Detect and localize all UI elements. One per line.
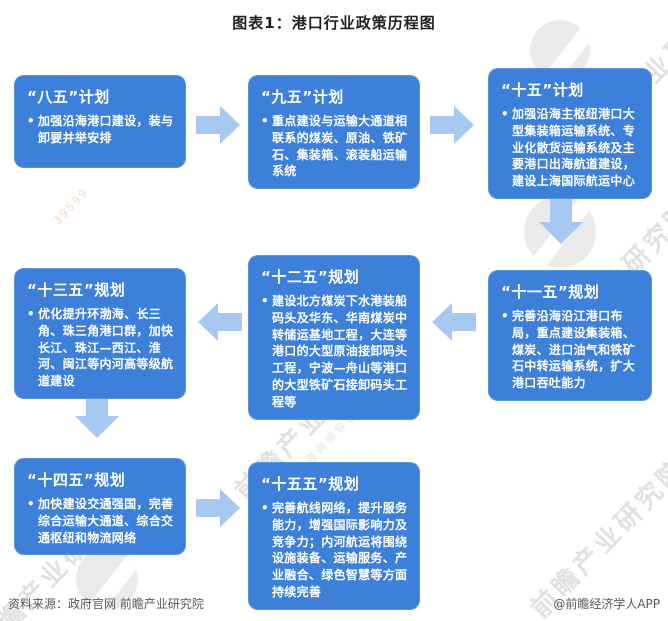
policy-box-body: 加强沿海主枢纽港口大型集装箱运输系统、专业化散货运输系统及主要港口出海航道建设，… bbox=[501, 106, 641, 190]
policy-box-14-5-plan: “十四五”规划 加快建设交通强国，完善综合运输大通道、综合交通枢纽和物流网络 bbox=[14, 458, 186, 556]
source-note: 资料来源：政府官网 前瞻产业研究院 bbox=[8, 597, 204, 611]
policy-box-heading: “十一五”规划 bbox=[501, 283, 600, 301]
policy-box-body: 优化提升环渤海、长三角、珠三角港口群，加快长江、珠江—西江、淮河、闽江等内河高等… bbox=[27, 306, 175, 390]
arrow-down-icon bbox=[539, 198, 583, 244]
arrow-right-icon bbox=[196, 106, 240, 144]
page-title: 图表1：港口行业政策历程图 bbox=[232, 14, 436, 32]
arrow-right-icon bbox=[430, 106, 474, 144]
policy-box-10-5-plan: “十五”计划 加强沿海主枢纽港口大型集装箱运输系统、专业化散货运输系统及主要港口… bbox=[488, 68, 652, 199]
watermark-digits-text: 39599 bbox=[50, 185, 92, 227]
policy-box-body: 加强沿海港口建设，装与卸要并举安排 bbox=[27, 113, 175, 147]
arrow-down-icon bbox=[75, 392, 119, 438]
policy-box-95-plan: “九五”计划 重点建设与运输大通道相联系的煤炭、原油、铁矿石、集装箱、滚装船运输… bbox=[248, 75, 420, 190]
footer: 资料来源：政府官网 前瞻产业研究院 @前瞻经济学人APP bbox=[8, 595, 660, 612]
policy-box-heading: “十四五”规划 bbox=[27, 471, 126, 489]
policy-box-85-plan: “八五”计划 加强沿海港口建设，装与卸要并举安排 bbox=[14, 75, 186, 168]
arrow-right-icon bbox=[196, 489, 240, 527]
policy-box-heading: “十三五”规划 bbox=[27, 281, 126, 299]
policy-box-15-5-plan: “十五五”规划 完善航线网络，提升服务能力，增强国际影响力及竞争力；内河航运将围… bbox=[248, 462, 420, 610]
policy-box-heading: “八五”计划 bbox=[27, 88, 110, 106]
policy-box-body: 建设北方煤炭下水港装船码头及华东、华南煤炭中转储运基地工程，大连等港口的大型原油… bbox=[261, 293, 409, 411]
policy-box-heading: “十二五”规划 bbox=[261, 268, 360, 286]
policy-box-body: 完善沿海沿江港口布局，重点建设集装箱、煤炭、进口油气和铁矿石中转运输系统，扩大港… bbox=[501, 308, 641, 392]
arrow-left-icon bbox=[198, 303, 242, 341]
arrow-left-icon bbox=[432, 303, 476, 341]
policy-box-body: 完善航线网络，提升服务能力，增强国际影响力及竞争力；内河航运将围绕设施装备、运输… bbox=[261, 500, 409, 601]
policy-box-13-5-plan: “十三五”规划 优化提升环渤海、长三角、珠三角港口群，加快长江、珠江—西江、淮河… bbox=[14, 268, 186, 399]
policy-box-body: 重点建设与运输大通道相联系的煤炭、原油、铁矿石、集装箱、滚装船运输系统 bbox=[261, 113, 409, 180]
policy-box-body: 加快建设交通强国，完善综合运输大通道、综合交通枢纽和物流网络 bbox=[27, 496, 175, 546]
policy-box-11-5-plan: “十一五”规划 完善沿海沿江港口布局，重点建设集装箱、煤炭、进口油气和铁矿石中转… bbox=[488, 270, 652, 401]
policy-box-heading: “十五”计划 bbox=[501, 81, 584, 99]
policy-box-12-5-plan: “十二五”规划 建设北方煤炭下水港装船码头及华东、华南煤炭中转储运基地工程，大连… bbox=[248, 255, 420, 420]
credit-note: @前瞻经济学人APP bbox=[553, 597, 660, 611]
policy-box-heading: “九五”计划 bbox=[261, 88, 344, 106]
policy-box-heading: “十五五”规划 bbox=[261, 475, 360, 493]
